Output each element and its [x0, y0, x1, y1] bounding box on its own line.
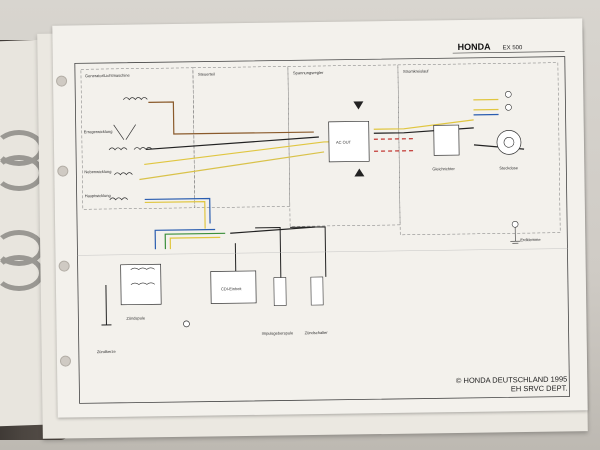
honda-logo: HONDA — [458, 42, 492, 52]
wires — [139, 98, 525, 250]
wire-to-switch — [290, 226, 327, 277]
pulse-coil — [273, 277, 287, 306]
ignition-switch-label: Zündschalter — [305, 330, 329, 335]
ignition-coil-label: Zündspule — [126, 315, 146, 320]
spark-plug-label: Zündkerze — [97, 349, 117, 354]
pulse-coil-label: Impulsgeberspule — [262, 330, 294, 335]
ground-symbol — [510, 227, 521, 244]
wire-brown — [148, 101, 314, 135]
rectifier-label: Gleichrichter — [432, 166, 455, 171]
ignition-coil — [120, 263, 162, 306]
star-connection — [113, 124, 136, 140]
wire-to-pulse — [255, 227, 282, 278]
cdi-unit — [210, 270, 257, 304]
aux-label: Nebenwicklung — [84, 169, 111, 174]
main-label: Hauptwicklung — [85, 193, 111, 198]
control-title: Steuerteil — [198, 71, 215, 76]
diode-symbol — [354, 168, 365, 177]
wire-green — [164, 232, 226, 250]
wiring-diagram-page: Generator/Lichtmaschine Steuerteil Spann… — [52, 18, 588, 418]
model-name: EX 500 — [503, 45, 523, 51]
regulator-title: Spannungsregler — [293, 70, 324, 75]
control-box — [192, 66, 291, 208]
wire-red-2 — [374, 150, 415, 152]
wire-outlet-yellow — [473, 98, 499, 111]
diagram-frame — [74, 56, 570, 404]
department-text: EH SRVC DEPT. — [510, 383, 568, 394]
electrical-box — [397, 62, 561, 236]
wire-black-2 — [230, 226, 316, 234]
coil — [114, 172, 133, 176]
terminal — [505, 104, 512, 111]
stator-windings — [108, 97, 153, 201]
outlet-label: Steckdose — [499, 165, 519, 170]
wire-yellow-2 — [139, 151, 325, 181]
wire-yellow-4 — [169, 236, 221, 250]
earth-label: Erdklemme — [520, 237, 541, 242]
generator-title: Generator/Lichtmaschine — [85, 73, 131, 79]
wire-blue-2 — [154, 228, 216, 250]
diode-symbol — [353, 101, 364, 110]
spark-plug-lead — [101, 284, 112, 326]
coil — [123, 97, 148, 101]
wire-black — [145, 136, 319, 151]
wire-red — [373, 138, 414, 140]
coil — [109, 197, 129, 201]
ignition-switch — [310, 276, 324, 306]
wire-blue — [144, 197, 211, 224]
coil — [133, 147, 153, 151]
wiring-diagram: Generator/Lichtmaschine Steuerteil Spann… — [74, 42, 570, 404]
coil — [108, 147, 128, 151]
rectifier-unit — [433, 124, 460, 156]
electrical-title: Stromkreislauf — [403, 68, 430, 73]
divider — [77, 248, 568, 256]
wire-yellow-out — [373, 119, 474, 130]
earth-terminal — [511, 220, 519, 228]
excitation-label: Erregerwicklung — [84, 129, 113, 134]
wire-yellow-3 — [144, 200, 206, 229]
outlet-symbol — [496, 130, 522, 155]
cdi-label: CDI-Einheit — [221, 286, 242, 291]
footer: © HONDA DEUTSCHLAND 1995 EH SRVC DEPT. — [456, 375, 568, 395]
terminal — [504, 91, 512, 98]
ac-out-label: AC OUT — [336, 140, 352, 145]
regulator-unit — [328, 120, 370, 163]
header-rule — [452, 51, 565, 54]
ground-terminal — [183, 320, 190, 328]
section-boxes — [80, 62, 561, 236]
generator-box — [80, 67, 196, 210]
